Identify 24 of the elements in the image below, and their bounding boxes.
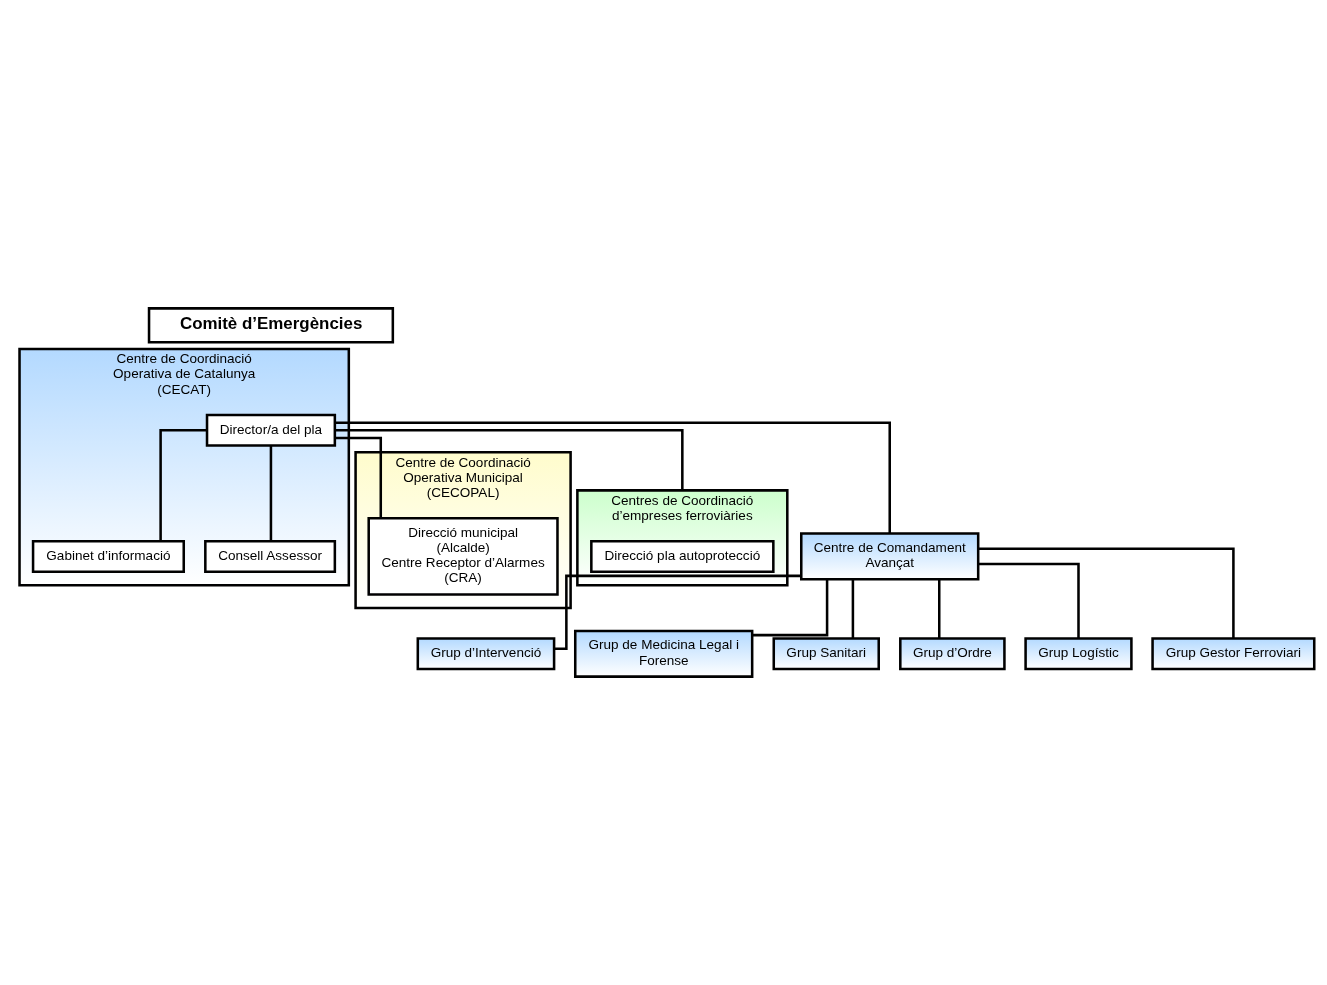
- connector: [335, 429, 684, 491]
- connector: [938, 579, 941, 639]
- node-box: Gabinet d’informació: [31, 539, 185, 573]
- connector: [978, 562, 1080, 639]
- connector: [978, 547, 1235, 639]
- node-box: Consell Assessor: [204, 539, 337, 573]
- connector: [851, 579, 855, 639]
- node-box: Direcció municipal (Alcalde) Centre Receptor d’Alarmes (CRA): [367, 517, 559, 596]
- connector: [159, 429, 207, 541]
- node-box: Director/a del pla: [205, 413, 337, 447]
- connector: [335, 421, 891, 534]
- node-box: Grup Sanitari: [772, 637, 880, 671]
- node-box: Grup Logístic: [1024, 637, 1133, 671]
- node-box: Grup Gestor Ferroviari: [1151, 637, 1316, 671]
- node-box: Comitè d’Emergències: [147, 307, 395, 344]
- connector: [269, 445, 273, 541]
- connector: [335, 436, 383, 519]
- node-box: Grup d’Intervenció: [416, 637, 556, 671]
- connector: [752, 579, 829, 637]
- connector: [554, 574, 802, 650]
- node-box: Centre de Comandament Avançat: [800, 532, 980, 581]
- node-box: Grup d’Ordre: [899, 637, 1006, 671]
- node-box: Grup de Medicina Legal i Forense: [574, 629, 754, 678]
- node-box: Direcció pla autoprotecció: [590, 539, 775, 573]
